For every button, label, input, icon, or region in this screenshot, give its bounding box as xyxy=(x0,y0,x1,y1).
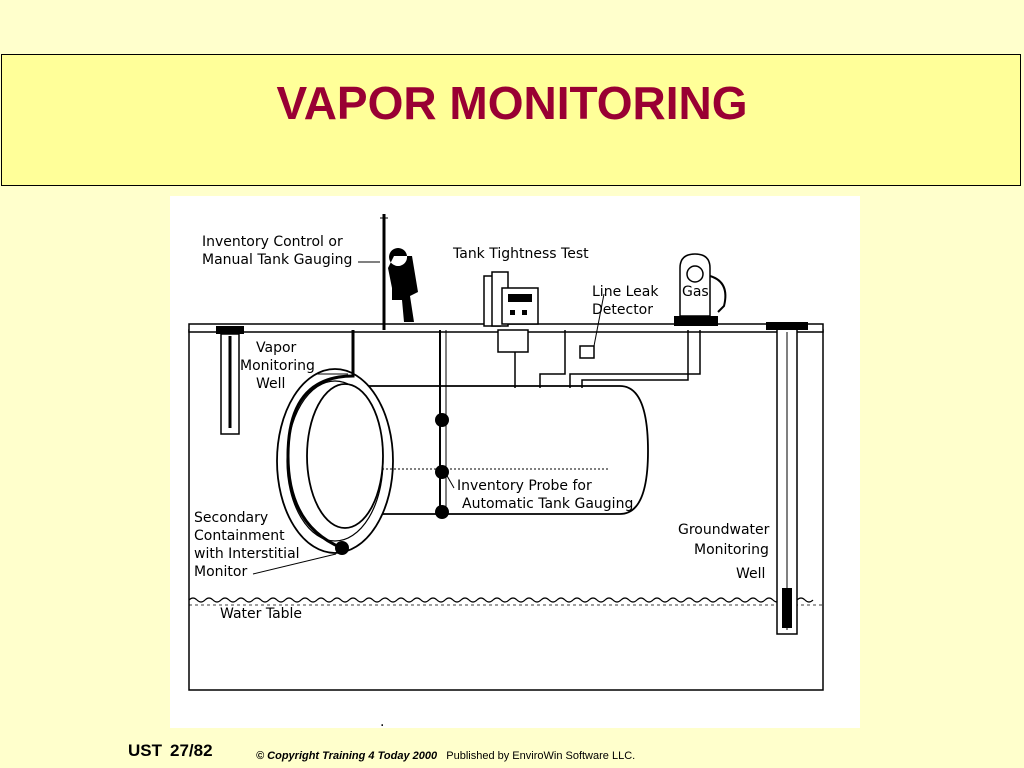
storage-tank xyxy=(320,385,649,515)
person-figure xyxy=(388,248,418,322)
label-line-leak-2: Detector xyxy=(592,302,653,318)
label-secondary-3: with Interstitial xyxy=(194,546,300,562)
ust-diagram-svg: Inventory Control or Manual Tank Gauging… xyxy=(188,214,824,728)
fill-riser xyxy=(497,329,529,353)
label-line-leak-1: Line Leak xyxy=(592,284,659,300)
label-probe-2: Automatic Tank Gauging xyxy=(462,496,633,512)
label-secondary-2: Containment xyxy=(194,528,285,544)
label-inventory-control-1: Inventory Control or xyxy=(202,234,343,250)
label-groundwater-3: Well xyxy=(736,566,765,582)
label-secondary-1: Secondary xyxy=(194,510,268,526)
publisher-text: Published by EnviroWin Software LLC. xyxy=(446,750,636,762)
tank-end xyxy=(306,383,384,529)
course-code: UST xyxy=(128,741,162,760)
footer-copyright: © Copyright Training 4 Today 2000 Publis… xyxy=(256,750,635,762)
ust-diagram: Inventory Control or Manual Tank Gauging… xyxy=(170,196,860,728)
line-leak-detector xyxy=(579,345,595,359)
page-indicator: UST 27/82 xyxy=(128,741,213,761)
label-probe-1: Inventory Probe for xyxy=(457,478,592,494)
label-vapor-well-1: Vapor xyxy=(256,340,297,356)
page-number: 27/82 xyxy=(170,741,213,760)
label-tank-tightness: Tank Tightness Test xyxy=(452,246,589,262)
label-vapor-well-2: Monitoring xyxy=(240,358,315,374)
label-vapor-well-3: Well xyxy=(256,376,285,392)
title-banner xyxy=(1,54,1021,186)
product-line xyxy=(539,330,566,388)
water-table-line xyxy=(188,597,814,603)
label-groundwater-1: Groundwater xyxy=(678,522,770,538)
slide-title: VAPOR MONITORING xyxy=(276,77,748,129)
label-inventory-control-2: Manual Tank Gauging xyxy=(202,252,352,268)
label-water-table: Water Table xyxy=(220,606,302,622)
copyright-text: © Copyright Training 4 Today 2000 xyxy=(256,750,438,762)
label-dot: . xyxy=(380,714,384,728)
interstitial-monitor-tube xyxy=(286,330,355,550)
label-groundwater-2: Monitoring xyxy=(694,542,769,558)
label-gas: Gas xyxy=(682,284,709,300)
label-secondary-4: Monitor xyxy=(194,564,247,580)
